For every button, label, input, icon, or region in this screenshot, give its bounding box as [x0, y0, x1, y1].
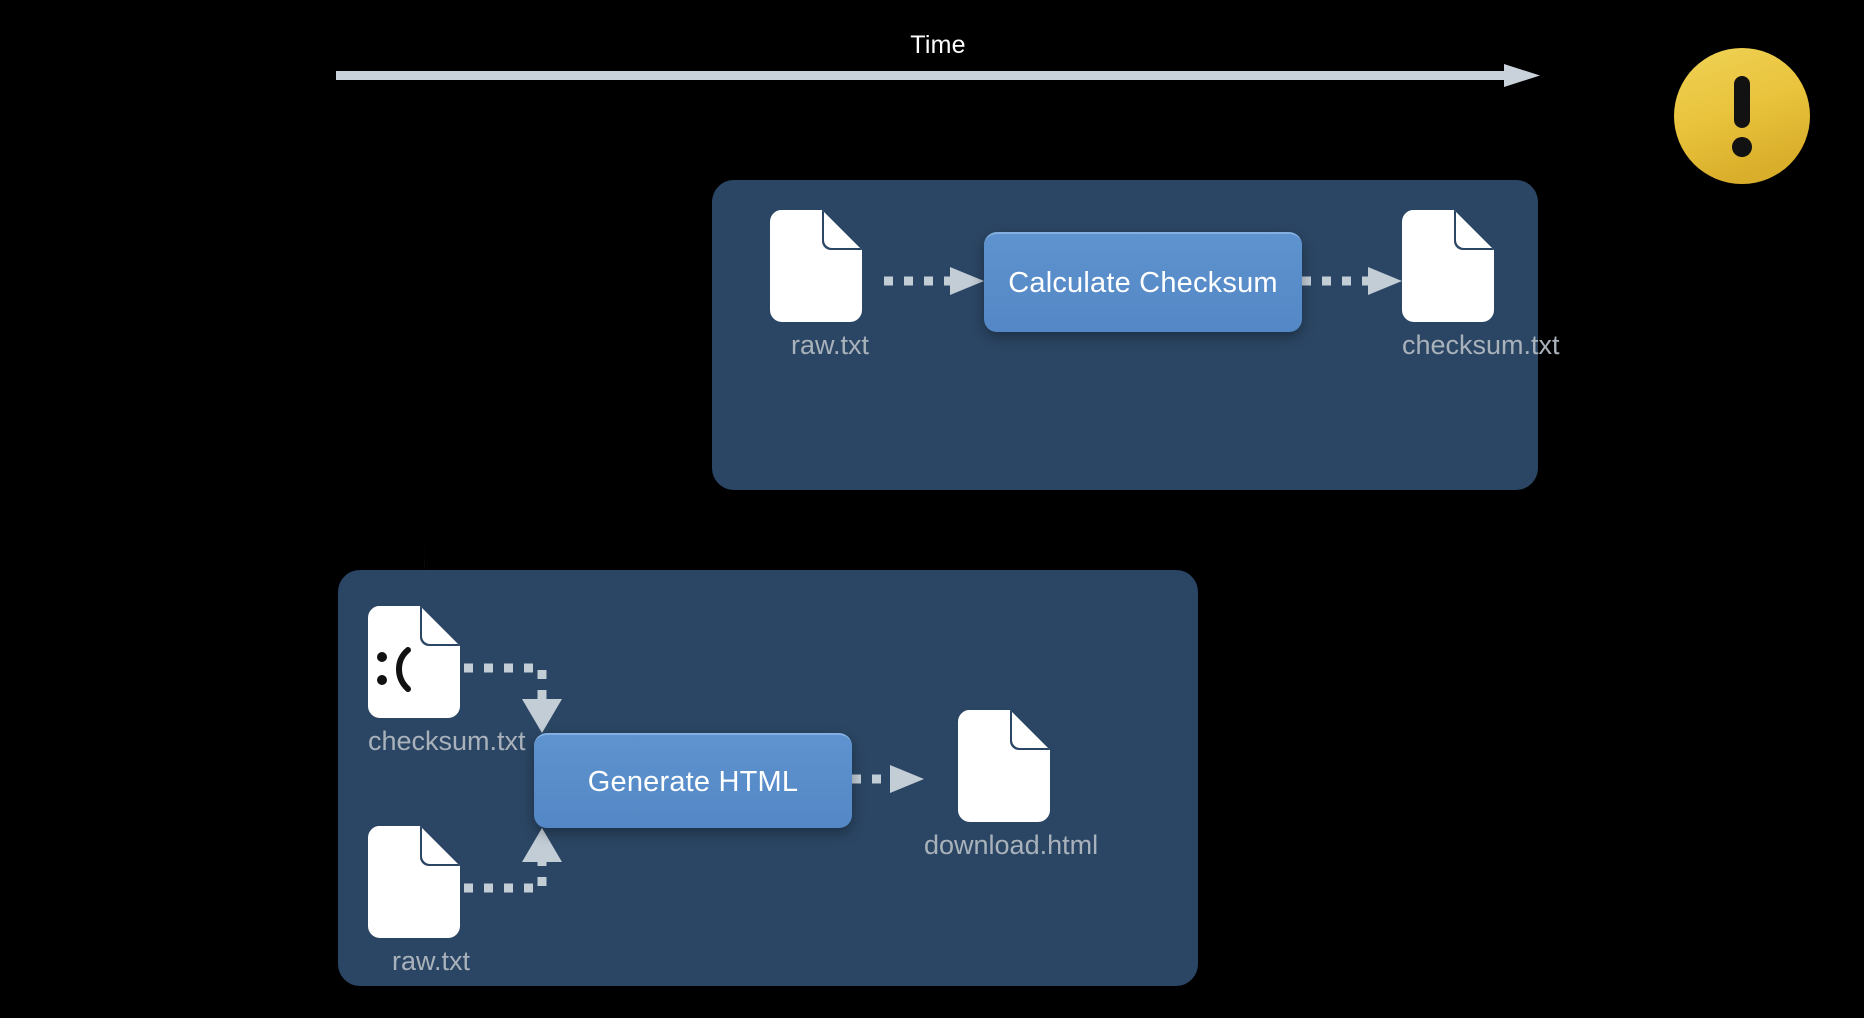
process-label: Calculate Checksum: [1008, 267, 1278, 299]
file-label: checksum.txt: [1402, 330, 1560, 360]
file-node-checksum-txt-input[interactable]: checksum.txt: [368, 606, 526, 758]
timeline-label: Time: [910, 31, 966, 59]
process-box-calculate-checksum[interactable]: Calculate Checksum: [984, 232, 1302, 332]
process-label: Generate HTML: [587, 765, 799, 798]
stage-panel-generate-html: checksum.txt raw.txt Generate HTML downl…: [338, 570, 1198, 986]
timeline-arrow-icon: [336, 64, 1540, 87]
file-document-icon: [958, 710, 1084, 822]
file-node-raw-txt[interactable]: raw.txt: [770, 210, 890, 362]
process-box-generate-html[interactable]: Generate HTML: [534, 733, 852, 828]
stage-panel-calculate-checksum: raw.txt Calculate Checksum checksum.txt: [712, 180, 1560, 490]
file-label: raw.txt: [790, 330, 870, 360]
file-label: download.html: [924, 830, 1099, 860]
timeline-axis: Time: [336, 30, 1540, 90]
file-node-checksum-txt[interactable]: checksum.txt: [1402, 210, 1560, 362]
file-document-sad-icon: [368, 606, 494, 718]
file-label: raw.txt: [391, 946, 471, 976]
file-label: checksum.txt: [368, 726, 526, 756]
file-document-icon: [1402, 210, 1522, 322]
file-document-icon: [770, 210, 890, 322]
file-node-download-html[interactable]: download.html: [924, 710, 1099, 862]
file-node-raw-txt-input[interactable]: raw.txt: [368, 826, 494, 978]
file-document-icon: [368, 826, 494, 938]
warning-exclamation-icon[interactable]: [1672, 46, 1812, 186]
